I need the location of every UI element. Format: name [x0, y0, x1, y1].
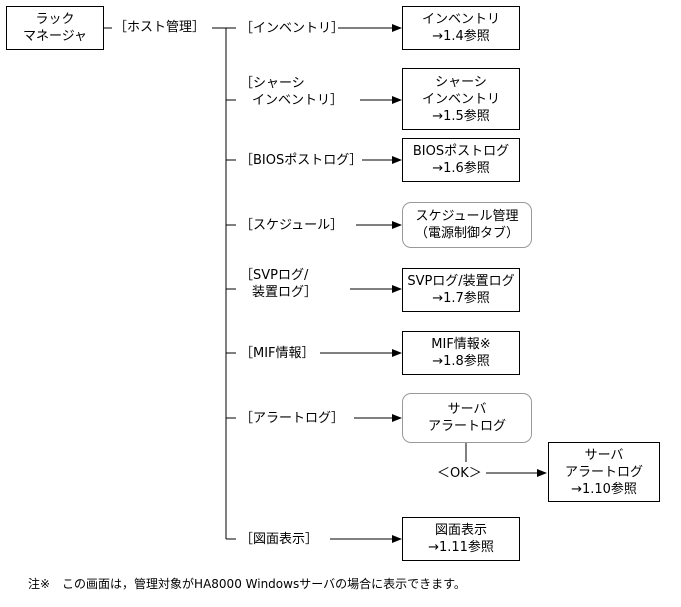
root-label-line2: マネージャ — [22, 29, 88, 44]
branch-label-6-line1: ［MIF情報］ — [240, 346, 315, 361]
target-box-3-line1: BIOSポストログ — [412, 144, 510, 159]
target-box-2: シャーシインベントリ→1.5参照 — [402, 68, 520, 130]
branch-label-6: ［MIF情報］ — [240, 345, 315, 362]
target-box-3-line2: →1.6参照 — [432, 161, 490, 176]
branch-label-8: ［図面表示］ — [240, 531, 318, 548]
branch-label-5-line1: ［SVPログ/ — [240, 268, 309, 283]
target-box-8-line1: 図面表示 — [434, 523, 487, 538]
target-box-6: MIF情報※ →1.8参照 — [402, 331, 520, 375]
branch-label-4: ［スケジュール］ — [240, 217, 343, 234]
branch-label-5-line2: 装置ログ］ — [252, 285, 318, 300]
target-box-6-line1: MIF情報※ — [431, 337, 491, 352]
target-box-6-line2: →1.8参照 — [432, 354, 490, 369]
branch-label-3-line1: ［BIOSポストログ］ — [240, 153, 363, 168]
footnote: 注※ この画面は，管理対象がHA8000 Windowsサーバの場合に表示できま… — [28, 577, 466, 591]
target-box-4: スケジュール管理 （電源制御タブ） — [402, 202, 532, 248]
branch-label-7: ［アラートログ］ — [240, 410, 344, 427]
target-box-7-line2: アラートログ — [427, 419, 506, 434]
target-box-7-line1: サーバ — [447, 402, 487, 417]
branch-label-3: ［BIOSポストログ］ — [240, 152, 362, 169]
target-box-1: インベントリ →1.4参照 — [402, 6, 520, 50]
branch-label-7-line1: ［アラートログ］ — [240, 411, 345, 426]
target-box-3: BIOSポストログ →1.6参照 — [402, 138, 520, 182]
root-label-line1: ラック — [35, 12, 75, 27]
target-box-1-line2: →1.4参照 — [432, 29, 490, 44]
target-box-1-line1: インベントリ — [421, 12, 500, 27]
target-box-4-line2: （電源制御タブ） — [414, 226, 519, 241]
ok-target-line2: アラートログ — [564, 464, 643, 480]
branch-label-1-line1: ［インベントリ］ — [240, 21, 345, 36]
ok-label: ＜OK＞ — [437, 466, 482, 481]
ok-target-line3: →1.10参照 — [571, 481, 637, 497]
target-box-2-line1: シャーシ — [435, 74, 487, 90]
ok-target-line1: サーバ — [584, 447, 624, 463]
branch-label-2: ［シャーシインベントリ］ — [240, 75, 343, 109]
branch-label-2-line1: ［シャーシ — [240, 76, 305, 91]
host-management-label: ［ホスト管理］ — [114, 20, 206, 35]
branch-label-2-line2: インベントリ］ — [252, 93, 344, 108]
branch-label-4-line1: ［スケジュール］ — [240, 218, 344, 233]
target-box-8-line2: →1.11参照 — [428, 540, 494, 555]
root-box: ラック マネージャ — [6, 6, 104, 50]
target-box-2-line3: →1.5参照 — [432, 108, 490, 124]
ok-target-box: サーバ アラートログ →1.10参照 — [548, 442, 660, 502]
target-box-5-line1: SVPログ/装置ログ — [407, 274, 515, 289]
branch-label-5: ［SVPログ/装置ログ］ — [240, 267, 317, 301]
branch-label-1: ［インベントリ］ — [240, 20, 344, 37]
target-box-8: 図面表示 →1.11参照 — [402, 517, 520, 561]
target-box-2-line2: インベントリ — [421, 91, 500, 107]
target-box-7: サーバアラートログ — [402, 393, 532, 443]
target-box-5: SVPログ/装置ログ →1.7参照 — [402, 268, 520, 312]
target-box-4-line1: スケジュール管理 — [415, 209, 519, 224]
branch-label-8-line1: ［図面表示］ — [240, 532, 319, 547]
target-box-5-line2: →1.7参照 — [432, 291, 490, 306]
